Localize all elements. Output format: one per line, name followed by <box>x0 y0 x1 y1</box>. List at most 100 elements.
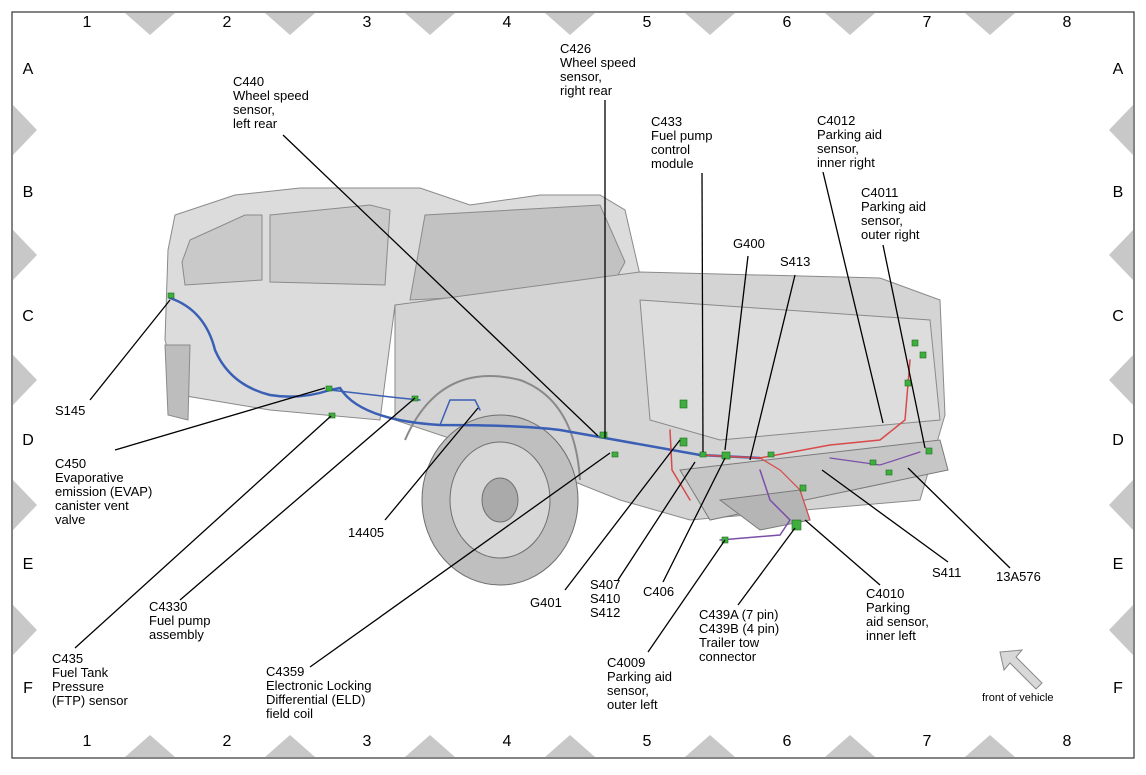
grid-row-e-left: E <box>22 556 34 573</box>
callout-c435-line: Pressure <box>52 679 105 694</box>
grid-col-2-bottom: 2 <box>222 733 232 750</box>
callout-s411-line: S411 <box>932 565 962 580</box>
callout-c433-line: module <box>651 156 694 171</box>
grid-row-b-left: B <box>22 184 34 201</box>
callout-c435-line: (FTP) sensor <box>52 693 128 708</box>
callout-c4009-line: outer left <box>607 697 658 712</box>
grid-col-7-bottom: 7 <box>922 733 932 750</box>
callout-c439-line: Trailer tow <box>699 635 760 650</box>
callout-s411: S411 <box>932 566 961 580</box>
callout-c4011-line: C4011 <box>861 185 899 200</box>
callout-c426-line: Wheel speed <box>560 55 636 70</box>
callout-c433: C433 Fuel pump control module <box>651 115 712 171</box>
callout-c440-line: C440 <box>233 74 265 89</box>
callout-c406: C406 <box>643 585 674 599</box>
callout-c4359-line: Electronic Locking <box>266 678 372 693</box>
callout-c4009: C4009 Parking aid sensor, outer left <box>607 656 672 712</box>
callout-c4012-line: Parking aid <box>817 127 883 142</box>
callout-c4011-line: Parking aid <box>861 199 927 214</box>
callout-s412-line: S412 <box>590 605 621 620</box>
grid-row-c-left: C <box>22 308 34 325</box>
grid-col-1-top: 1 <box>82 14 92 31</box>
callout-c439-line: connector <box>699 649 757 664</box>
grid-col-6-top: 6 <box>782 14 792 31</box>
callout-14405: 14405 <box>348 526 384 540</box>
callout-s407-line: S407 <box>590 577 621 592</box>
grid-row-c-right: C <box>1112 308 1124 325</box>
callout-c4359-line: field coil <box>266 706 313 721</box>
grid-row-d-right: D <box>1112 432 1124 449</box>
callout-13a576: 13A576 <box>996 570 1041 584</box>
callout-c450-line: emission (EVAP) <box>55 484 153 499</box>
callout-c433-line: C433 <box>651 114 683 129</box>
callout-c439b-line: C439B (4 pin) <box>699 621 780 636</box>
grid-col-5-bottom: 5 <box>642 733 652 750</box>
callout-14405-line: 14405 <box>348 525 385 540</box>
callout-s410-line: S410 <box>590 591 621 606</box>
callout-c450-line: canister vent <box>55 498 129 513</box>
callout-c450-line: C450 <box>55 456 87 471</box>
grid-col-3-top: 3 <box>362 14 372 31</box>
callout-c4012-line: sensor, <box>817 141 859 156</box>
callout-c440: C440 Wheel speed sensor, left rear <box>233 75 309 131</box>
pickup-truck-illustration <box>164 187 949 586</box>
callout-c4330-line: assembly <box>149 627 204 642</box>
callout-c4359-line: Differential (ELD) <box>266 692 366 707</box>
callout-c433-line: control <box>651 142 691 157</box>
callout-c4330-line: Fuel pump <box>149 613 211 628</box>
callout-c4359-line: C4359 <box>266 664 305 679</box>
grid-col-4-bottom: 4 <box>502 733 512 750</box>
callout-c4012: C4012 Parking aid sensor, inner right <box>817 114 882 170</box>
callout-c4010-line: inner left <box>866 628 916 643</box>
grid-col-4-top: 4 <box>502 14 512 31</box>
grid-col-6-bottom: 6 <box>782 733 792 750</box>
grid-col-2-top: 2 <box>222 14 232 31</box>
callout-c4009-line: Parking aid <box>607 669 673 684</box>
front-of-vehicle-arrow-icon <box>999 649 1043 690</box>
callout-c4010: C4010 Parking aid sensor, inner left <box>866 587 929 643</box>
callout-c4011-line: sensor, <box>861 213 903 228</box>
callout-g400-line: G400 <box>733 236 765 251</box>
callout-s413-line: S413 <box>780 254 811 269</box>
callout-c433-line: Fuel pump <box>651 128 713 143</box>
grid-row-f-right: F <box>1113 680 1123 697</box>
callout-c4011-line: outer right <box>861 227 920 242</box>
callout-c450-line: valve <box>55 512 86 527</box>
callout-c4012-line: inner right <box>817 155 875 170</box>
callout-c435-line: Fuel Tank <box>52 665 109 680</box>
callout-c4011: C4011 Parking aid sensor, outer right <box>861 186 926 242</box>
callout-c435-line: C435 <box>52 651 84 666</box>
callout-13a576-line: 13A576 <box>996 569 1041 584</box>
grid-row-d-left: D <box>22 432 34 449</box>
callout-c439a-line: C439A (7 pin) <box>699 607 779 622</box>
callout-c4330-line: C4330 <box>149 599 188 614</box>
callout-c4010-line: C4010 <box>866 586 905 601</box>
callout-c4330: C4330 Fuel pump assembly <box>149 600 210 642</box>
grid-row-f-left: F <box>23 680 33 697</box>
leader-lines <box>74 100 1011 668</box>
callout-c435: C435 Fuel Tank Pressure (FTP) sensor <box>52 652 128 708</box>
grid-row-a-left: A <box>22 61 34 78</box>
callout-c439: C439A (7 pin) C439B (4 pin) Trailer tow … <box>699 608 779 664</box>
callout-c4359: C4359 Electronic Locking Differential (E… <box>266 665 372 721</box>
callout-c450-line: Evaporative <box>55 470 124 485</box>
callout-s413: S413 <box>780 255 810 269</box>
grid-row-a-right: A <box>1112 61 1124 78</box>
grid-ticks <box>13 13 1133 757</box>
grid-col-8-bottom: 8 <box>1062 733 1072 750</box>
callout-c440-line: sensor, <box>233 102 275 117</box>
callout-c426: C426 Wheel speed sensor, right rear <box>560 42 636 98</box>
callout-c4009-line: C4009 <box>607 655 646 670</box>
callout-s407-s410-s412: S407 S410 S412 <box>590 578 620 620</box>
callout-c426-line: C426 <box>560 41 592 56</box>
callout-g401: G401 <box>530 596 562 610</box>
grid-row-e-right: E <box>1112 556 1124 573</box>
callout-c4009-line: sensor, <box>607 683 649 698</box>
callout-c450: C450 Evaporative emission (EVAP) caniste… <box>55 457 152 527</box>
callout-s145-line: S145 <box>55 403 86 418</box>
callout-g401-line: G401 <box>530 595 562 610</box>
callout-s145: S145 <box>55 404 85 418</box>
callout-c4012-line: C4012 <box>817 113 856 128</box>
callout-c440-line: Wheel speed <box>233 88 309 103</box>
callout-c4010-line: aid sensor, <box>866 614 929 629</box>
